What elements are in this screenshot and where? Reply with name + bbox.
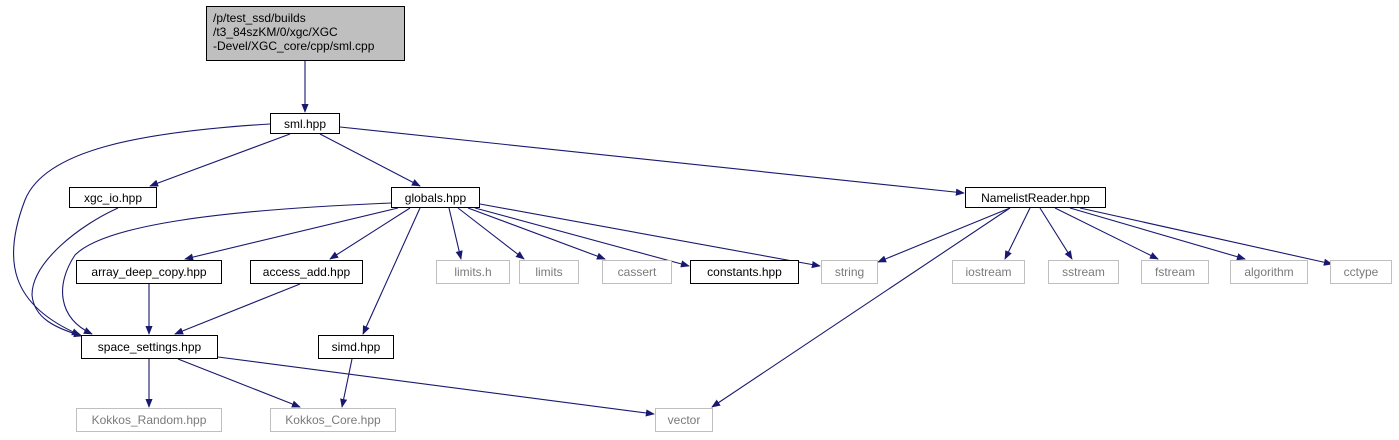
node-algorithm: algorithm [1230,260,1308,284]
edge-space-settings-to-kokkos-core [177,358,301,408]
node-vector: vector [655,408,713,432]
node-sml-hpp[interactable]: sml.hpp [270,113,340,134]
edge-access-add-to-space-settings [174,283,301,335]
node-iostream: iostream [952,260,1025,284]
node-string: string [821,260,878,284]
node-array-deep-copy-hpp[interactable]: array_deep_copy.hpp [76,260,222,284]
edge-globals-to-constants [474,207,690,268]
node-constants-hpp[interactable]: constants.hpp [690,260,799,284]
edge-simd-to-kokkos-core [340,358,353,408]
node-kokkos-random-hpp: Kokkos_Random.hpp [76,408,222,432]
node-globals-hpp[interactable]: globals.hpp [391,187,480,208]
node-cassert: cassert [602,260,672,284]
node-limits: limits [519,260,579,284]
edge-globals-to-simd [362,207,421,335]
node-kokkos-core-hpp: Kokkos_Core.hpp [270,408,396,432]
edge-globals-to-limits [457,207,525,260]
root-file-node: /p/test_ssd/builds /t3_84szKM/0/xgc/XGC … [206,6,405,61]
node-xgc-io-hpp[interactable]: xgc_io.hpp [69,187,157,208]
edge-namelistreader-to-algorithm [1069,207,1246,261]
edge-globals-to-cassert [467,207,606,260]
node-fstream: fstream [1141,260,1209,284]
node-space-settings-hpp[interactable]: space_settings.hpp [81,335,218,359]
edge-namelistreader-to-cctype [1079,207,1333,266]
node-limits-h: limits.h [436,260,510,284]
edge-sml-to-namelistreader [339,126,965,196]
edge-namelistreader-to-vector [711,207,1011,408]
edge-space-settings-to-vector [217,356,655,417]
edge-globals-to-access-add [329,207,411,260]
edge-namelistreader-to-fstream [1054,207,1159,260]
node-cctype: cctype [1330,260,1392,284]
edge-globals-to-limits-h [448,207,463,260]
edge-sml-to-globals [319,133,421,187]
dependency-edges [13,61,1333,417]
edge-xgc-io-to-space-settings [31,207,119,338]
node-namelistreader-hpp[interactable]: NamelistReader.hpp [965,187,1106,208]
edge-namelistreader-to-string [877,207,1011,263]
node-access-add-hpp[interactable]: access_add.hpp [250,260,363,284]
edge-namelistreader-to-sstream [1039,207,1073,260]
edge-sml-to-xgc-io [149,133,291,187]
node-simd-hpp[interactable]: simd.hpp [318,335,394,359]
edge-namelistreader-to-iostream [1004,207,1031,260]
edge-globals-to-string [479,203,821,269]
edge-sml-to-space-settings [13,123,271,336]
node-sstream: sstream [1048,260,1119,284]
edge-globals-to-space-settings [62,202,392,335]
edge-globals-to-array-deep-copy [184,207,399,261]
